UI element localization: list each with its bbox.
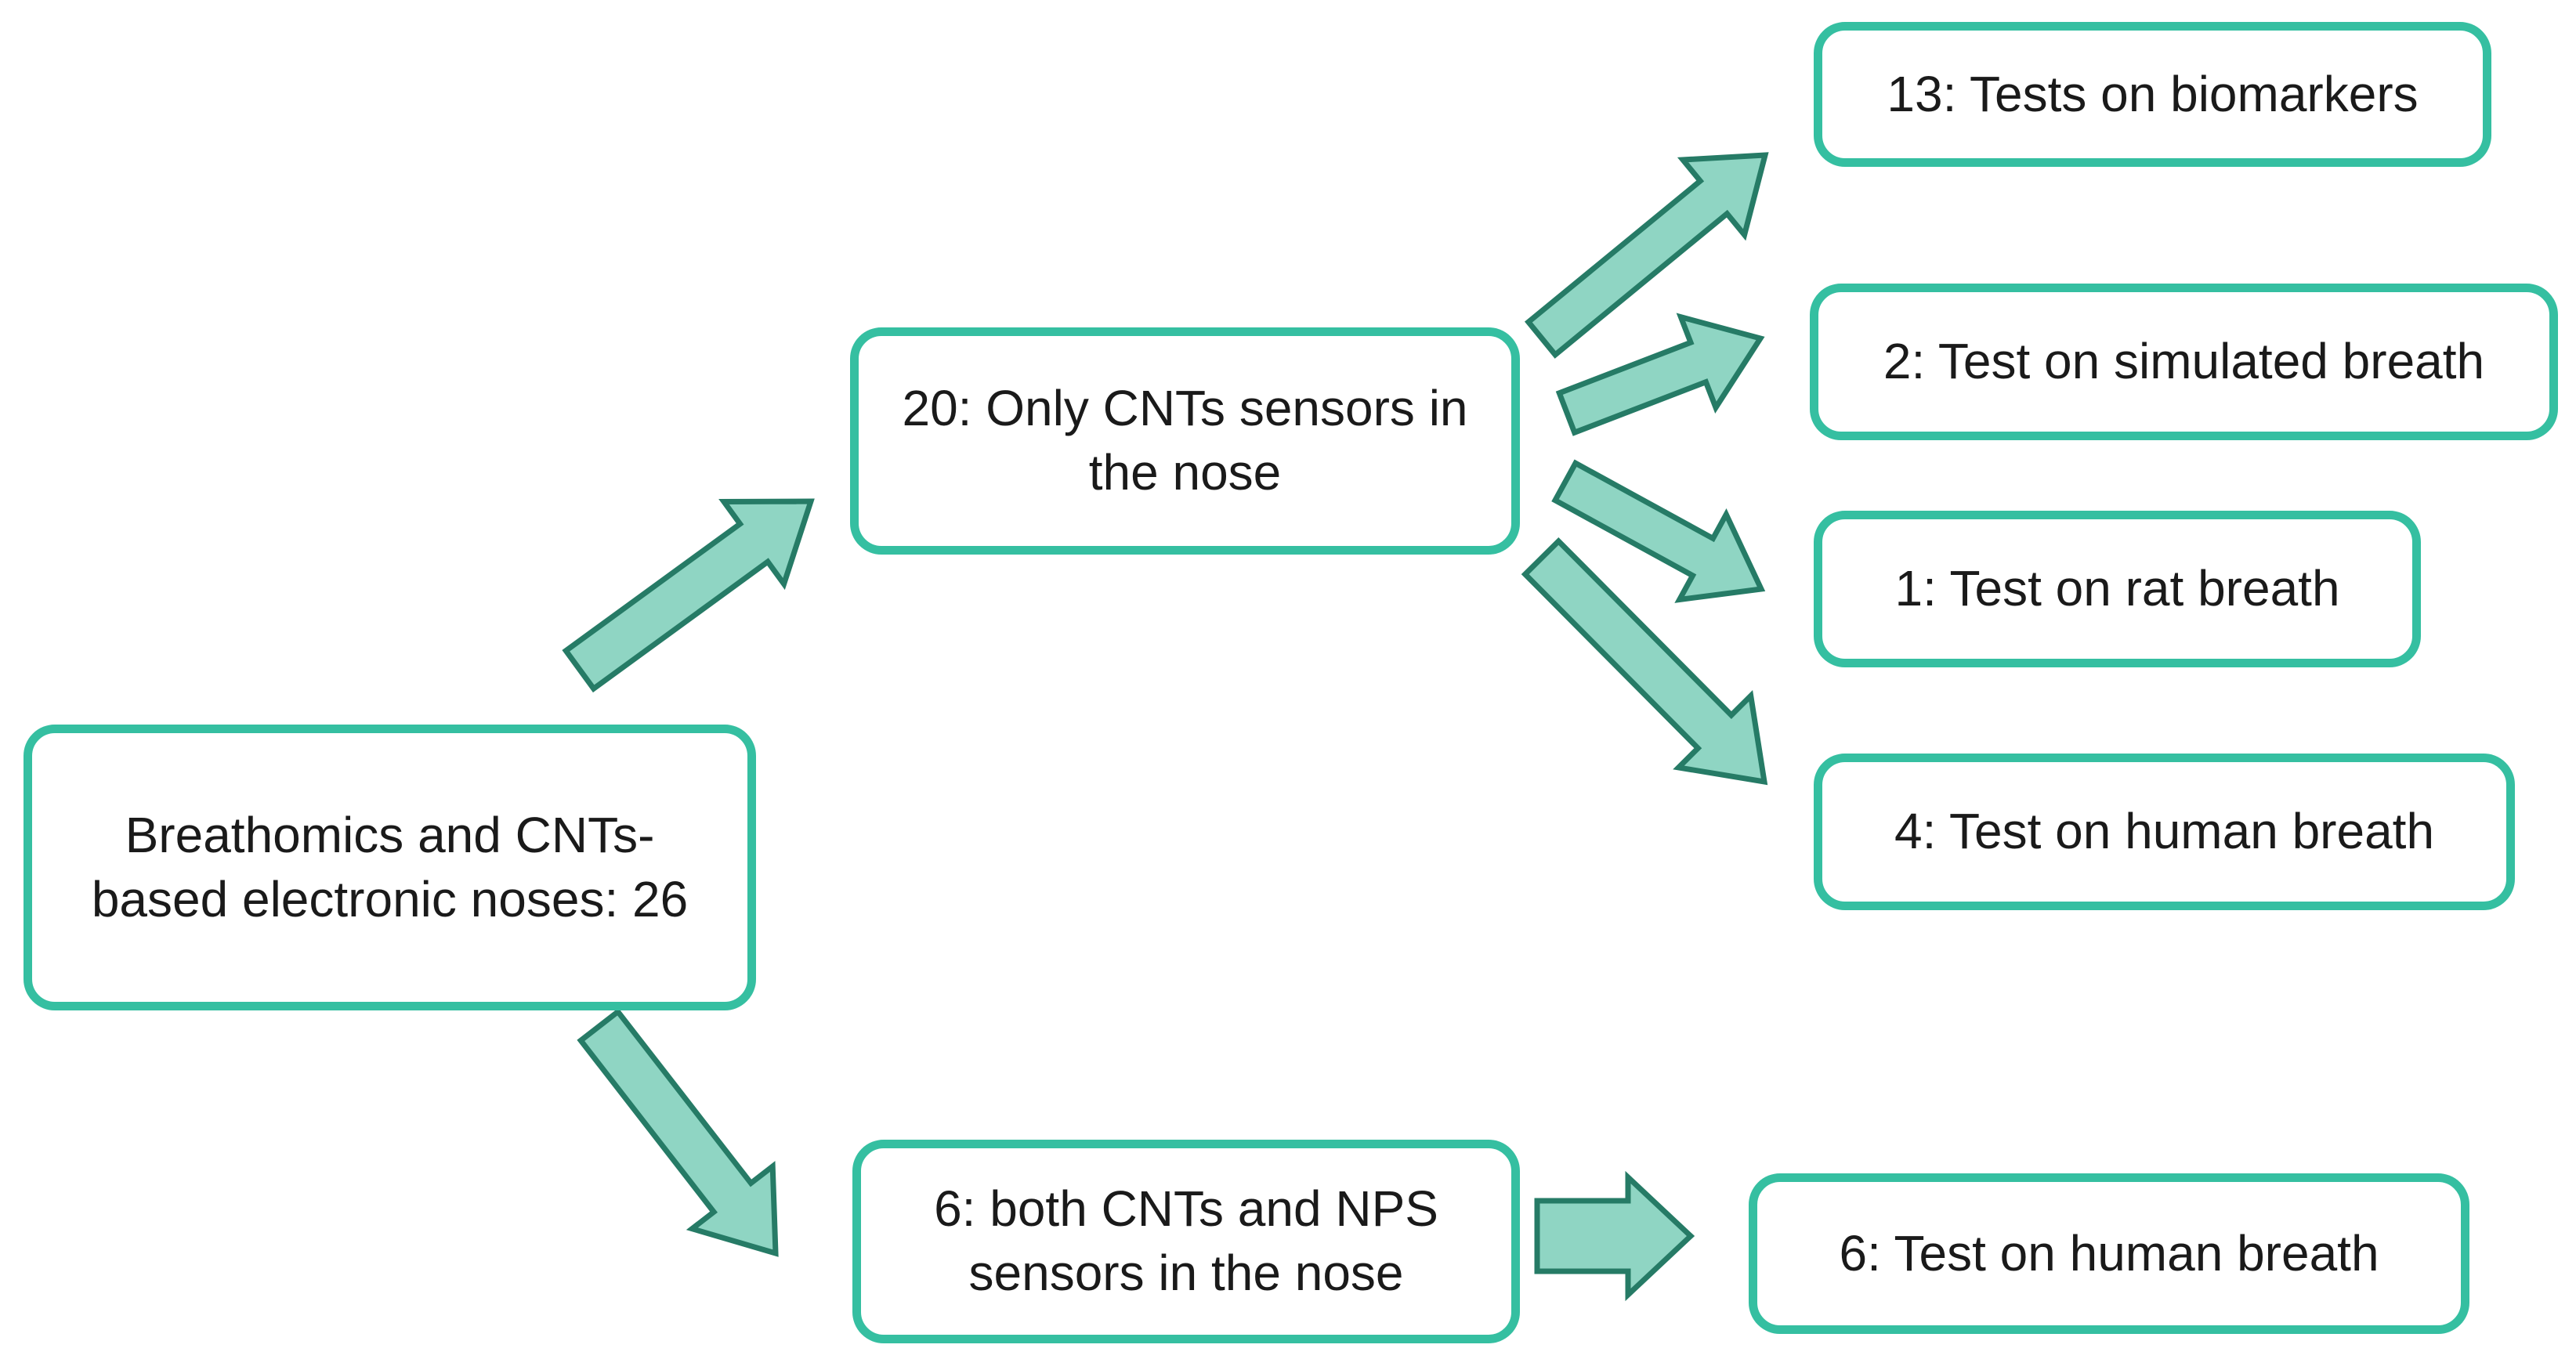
node-cnts-and-nps-sensors: 6: both CNTs and NPS sensors in the nose	[852, 1140, 1520, 1343]
node-test-on-human-breath-6-label: 6: Test on human breath	[1839, 1224, 2379, 1281]
node-root-line-1: Breathomics and CNTs-	[125, 806, 655, 863]
node-only-cnts-line-2: the nose	[1088, 444, 1282, 501]
arrow-root-to-cnts-only	[562, 498, 815, 693]
node-test-on-simulated-breath-label: 2: Test on simulated breath	[1883, 333, 2485, 390]
node-only-cnts-line-1: 20: Only CNTs sensors in	[902, 380, 1468, 437]
node-root-breathomics: Breathomics and CNTs- based electronic n…	[24, 725, 756, 1010]
node-root-line-2: based electronic noses: 26	[91, 870, 689, 927]
node-cnts-nps-line-2: sensors in the nose	[968, 1245, 1404, 1301]
arrow-cnts-nps-to-human6	[1534, 1170, 1695, 1302]
node-tests-on-biomarkers: 13: Tests on biomarkers	[1814, 22, 2491, 167]
arrow-cnts-only-to-simulated	[1555, 313, 1765, 436]
node-tests-on-biomarkers-label: 13: Tests on biomarkers	[1887, 65, 2419, 122]
arrow-root-to-cnts-nps	[577, 1007, 779, 1257]
node-test-on-rat-breath: 1: Test on rat breath	[1814, 511, 2421, 667]
node-test-on-human-breath-4-label: 4: Test on human breath	[1894, 803, 2435, 860]
node-test-on-human-breath-4: 4: Test on human breath	[1814, 754, 2515, 910]
arrow-cnts-only-to-human4	[1521, 537, 1768, 786]
arrow-cnts-only-to-rat	[1551, 459, 1766, 603]
arrow-cnts-only-to-biomarkers	[1524, 152, 1769, 359]
node-test-on-human-breath-6: 6: Test on human breath	[1749, 1173, 2469, 1334]
node-only-cnts-sensors: 20: Only CNTs sensors in the nose	[850, 327, 1520, 555]
node-test-on-simulated-breath: 2: Test on simulated breath	[1810, 284, 2558, 440]
node-test-on-rat-breath-label: 1: Test on rat breath	[1894, 560, 2340, 617]
node-cnts-nps-line-1: 6: both CNTs and NPS	[934, 1180, 1438, 1238]
